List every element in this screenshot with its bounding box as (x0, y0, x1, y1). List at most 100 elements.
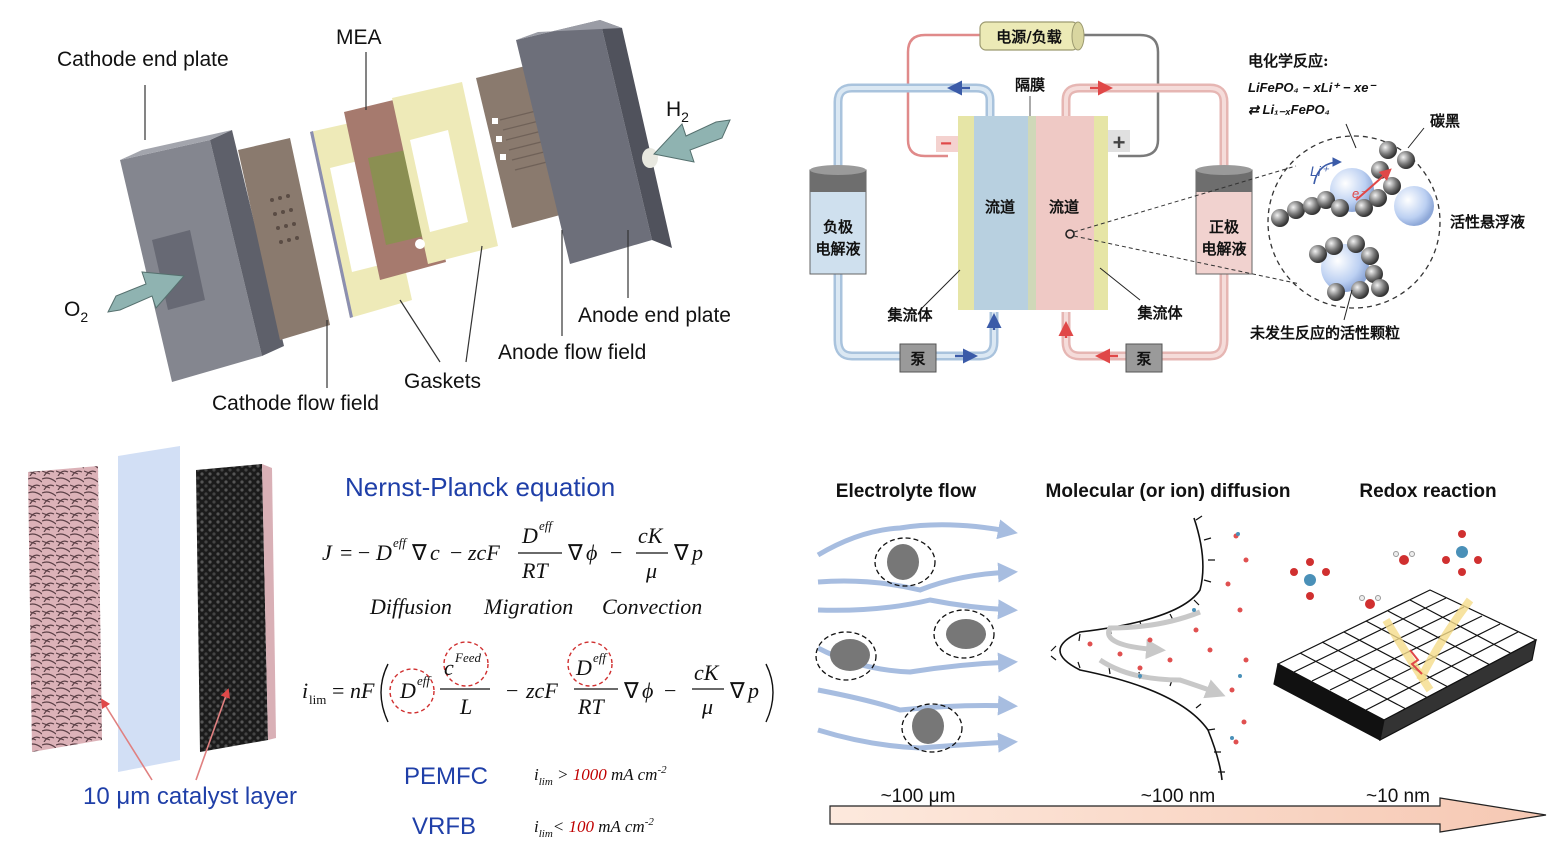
positive-terminal: + (1108, 130, 1130, 155)
flow-holes (270, 194, 299, 244)
catalyst-layer-label: 10 μm catalyst layer (83, 783, 297, 810)
catalyst-layer-panel: 10 μm catalyst layer (28, 446, 297, 810)
membrane-sheet (118, 446, 180, 772)
collector-right-label: 集流体 (1136, 304, 1183, 322)
scale-arrow (829, 797, 1547, 833)
pemfc-label: PEMFC (404, 763, 488, 790)
svg-text:∇: ∇ (411, 540, 427, 565)
svg-text:D: D (521, 523, 538, 548)
cathode-flow-field-plate (238, 138, 330, 340)
svg-text:J: J (322, 540, 333, 565)
cathode-flow-field-label: Cathode flow field (212, 392, 379, 415)
svg-text:ϕ: ϕ (642, 678, 653, 703)
h2-inlet-arrow (653, 119, 731, 163)
scale-3-label: ~10 nm (1366, 786, 1430, 807)
svg-text:−: − (664, 678, 676, 703)
svg-text:zcF: zcF (467, 540, 500, 565)
catalyst-layer-block (196, 464, 268, 752)
svg-text:eff: eff (539, 518, 554, 533)
svg-text:D: D (399, 678, 416, 703)
svg-text:μ: μ (645, 558, 657, 583)
flow-streamlines (816, 519, 1018, 753)
nernst-planck-title: Nernst-Planck equation (345, 472, 615, 502)
membrane-label: 隔膜 (1015, 76, 1045, 94)
svg-text:+: + (1113, 130, 1126, 155)
negative-tank: 负极 电解液 (809, 165, 867, 275)
svg-text:D: D (375, 540, 392, 565)
svg-text:c: c (444, 655, 454, 680)
svg-text:正极: 正极 (1209, 218, 1240, 236)
svg-text:cK: cK (638, 523, 664, 548)
svg-text:−: − (450, 540, 462, 565)
h2-label: H2 (666, 98, 689, 125)
leader-lines (144, 52, 629, 388)
negative-terminal: − (936, 133, 958, 155)
equations-panel: Nernst-Planck equation J = − D eff ∇ c −… (302, 472, 774, 840)
anode-end-plate-label: Anode end plate (578, 304, 731, 327)
svg-text:ϕ: ϕ (586, 540, 597, 565)
svg-text:−: − (610, 540, 622, 565)
svg-text:∇: ∇ (567, 540, 583, 565)
svg-text:D: D (575, 655, 592, 680)
electrolyte-flow-header: Electrolyte flow (836, 481, 977, 502)
carbon-black-label: 碳黑 (1430, 112, 1460, 130)
suspension-label: 活性悬浮液 (1450, 213, 1526, 231)
o2-inlet-arrow (107, 271, 186, 313)
pump-left: 泵 (899, 343, 937, 373)
redox-reaction-header: Redox reaction (1359, 481, 1496, 502)
channel-left-label: 流道 (985, 198, 1015, 216)
li-ion-label: Li⁺ (1310, 163, 1330, 179)
ions (1087, 533, 1249, 745)
svg-text:∇: ∇ (673, 540, 689, 565)
svg-text:= −: = − (340, 540, 370, 565)
cathode-end-plate-label: Cathode end plate (57, 48, 229, 71)
reaction-title: 电化学反应: (1248, 52, 1329, 70)
vrfb-limit: ilim< 100 mA cm-2 (534, 816, 654, 840)
o2-label: O2 (64, 298, 88, 325)
svg-text:zcF: zcF (525, 678, 558, 703)
vrfb-label: VRFB (412, 813, 476, 840)
migration-label: Migration (483, 594, 573, 619)
svg-text:∇: ∇ (623, 678, 639, 703)
svg-text:lim: lim (309, 692, 326, 707)
svg-text:RT: RT (577, 694, 605, 719)
reaction-equation-line1: LiFePO₄ − xLi⁺ − xe⁻ (1248, 80, 1377, 95)
collector-left-label: 集流体 (886, 306, 933, 324)
unreacted-particles-label: 未发生反应的活性颗粒 (1249, 324, 1400, 342)
svg-text:cK: cK (694, 660, 720, 685)
svg-text:泵: 泵 (1136, 350, 1151, 368)
fiber-electrode (28, 466, 102, 752)
pump-right: 泵 (1125, 343, 1163, 373)
limiting-current-equation: i lim = nF D eff c Feed L − zcF D eff RT… (302, 641, 774, 723)
suspension-zoom: Li⁺ e⁻ (1267, 135, 1441, 309)
scale-2-label: ~100 nm (1141, 786, 1215, 807)
svg-text:eff: eff (417, 673, 432, 688)
fuel-cell-panel: Cathode end plate MEA H2 O2 Anode end pl… (57, 20, 731, 415)
gasket-anode (392, 82, 498, 264)
gaskets-label: Gaskets (404, 370, 481, 393)
svg-text:−: − (940, 133, 952, 155)
svg-text:泵: 泵 (910, 350, 925, 368)
convection-label: Convection (602, 594, 702, 619)
flux-equation: J = − D eff ∇ c − zcF D eff RT ∇ ϕ − cK … (322, 518, 703, 583)
svg-text:−: − (506, 678, 518, 703)
svg-text:nF: nF (350, 678, 375, 703)
flow-battery-panel: 电源/负载 隔膜 流道 流道 (809, 21, 1526, 373)
reaction-equation-line2: ⇄ Li₁₋ₓFePO₄ (1248, 102, 1330, 117)
particles (815, 537, 995, 753)
svg-text:Feed: Feed (454, 650, 481, 665)
svg-text:p: p (690, 540, 703, 565)
molecular-diffusion-header: Molecular (or ion) diffusion (1046, 481, 1291, 502)
graphene-sheet (1273, 589, 1538, 742)
channel-right-label: 流道 (1049, 198, 1079, 216)
svg-text:电解液: 电解液 (1201, 240, 1247, 258)
zoom-point (1065, 229, 1075, 239)
electron-label: e⁻ (1352, 186, 1367, 201)
anode-flow-field-label: Anode flow field (498, 341, 646, 364)
anode-end-plate (516, 20, 672, 264)
svg-text:电解液: 电解液 (815, 240, 861, 258)
scales-panel: Electrolyte flow Molecular (or ion) diff… (815, 481, 1547, 833)
scale-1-label: ~100 μm (881, 786, 956, 807)
circuit-positive-wire (1078, 33, 1160, 158)
